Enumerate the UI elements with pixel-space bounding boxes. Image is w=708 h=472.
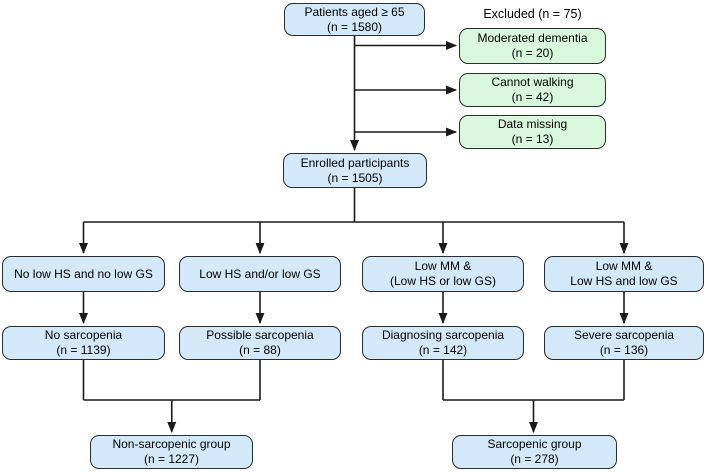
criteria-box-no-low-hs-gs: No low HS and no low GS xyxy=(2,256,165,292)
excluded-box-dementia: Moderated dementia (n = 20) xyxy=(459,28,606,64)
node-text-line: (n = 142) xyxy=(418,343,468,357)
node-text-line: Diagnosing sarcopenia xyxy=(381,328,505,342)
node-text-line: Sarcopenic group xyxy=(487,437,582,451)
group-box-non-sarcopenic: Non-sarcopenic group (n = 1227) xyxy=(90,435,253,469)
node-text-line: (n = 13) xyxy=(511,132,554,146)
node-text-line: (n = 278) xyxy=(510,452,559,466)
node-text-line: (n = 42) xyxy=(511,90,554,104)
node-text-line: (n = 1227) xyxy=(143,452,200,466)
node-text-line: Patients aged ≥ 65 xyxy=(304,4,405,19)
diagnosis-box-possible-sarcopenia: Possible sarcopenia (n = 88) xyxy=(179,326,341,360)
group-box-sarcopenic: Sarcopenic group (n = 278) xyxy=(452,435,617,469)
criteria-box-low-mm-and: Low MM & Low HS and low GS xyxy=(544,256,704,292)
node-text-line: (n = 1580) xyxy=(326,19,383,34)
criteria-box-low-hs-or-gs: Low HS and/or low GS xyxy=(179,256,341,292)
excluded-box-data-missing: Data missing (n = 13) xyxy=(459,115,606,149)
node-text-line: (n = 20) xyxy=(511,46,554,60)
criteria-box-low-mm-or: Low MM & (Low HS or low GS) xyxy=(362,256,524,292)
node-text-line: (n = 136) xyxy=(599,343,649,357)
node-text-line: No low HS and no low GS xyxy=(14,266,153,281)
node-text-line: Low MM & xyxy=(595,259,653,273)
node-text-line: Non-sarcopenic group xyxy=(112,437,231,451)
diagnosis-box-severe-sarcopenia: Severe sarcopenia (n = 136) xyxy=(544,326,704,360)
node-text-line: (n = 1505) xyxy=(327,170,383,185)
node-text-line: Low HS and/or low GS xyxy=(199,266,321,281)
node-text-line: Severe sarcopenia xyxy=(573,328,675,342)
node-text-line: Enrolled participants xyxy=(300,155,410,170)
node-text-line: Low MM & xyxy=(414,259,472,273)
node-text-line: Possible sarcopenia xyxy=(206,328,314,342)
patients-box: Patients aged ≥ 65 (n = 1580) xyxy=(284,3,425,36)
node-text-line: Low HS and low GS xyxy=(570,274,678,288)
node-text-line: (n = 1139) xyxy=(56,343,111,357)
node-text-line: No sarcopenia xyxy=(44,328,123,342)
node-text-line: Cannot walking xyxy=(491,75,574,89)
diagnosis-box-no-sarcopenia: No sarcopenia (n = 1139) xyxy=(2,326,165,360)
enrolled-box: Enrolled participants (n = 1505) xyxy=(283,153,427,188)
node-text-line: Moderated dementia xyxy=(477,31,588,45)
node-text-line: Data missing xyxy=(497,117,568,131)
node-text-line: (n = 88) xyxy=(239,343,281,357)
diagnosis-box-diagnosing-sarcopenia: Diagnosing sarcopenia (n = 142) xyxy=(362,326,524,360)
excluded-label: Excluded (n = 75) xyxy=(483,7,582,21)
excluded-box-cannot-walking: Cannot walking (n = 42) xyxy=(459,73,606,107)
node-text-line: (Low HS or low GS) xyxy=(389,274,497,288)
